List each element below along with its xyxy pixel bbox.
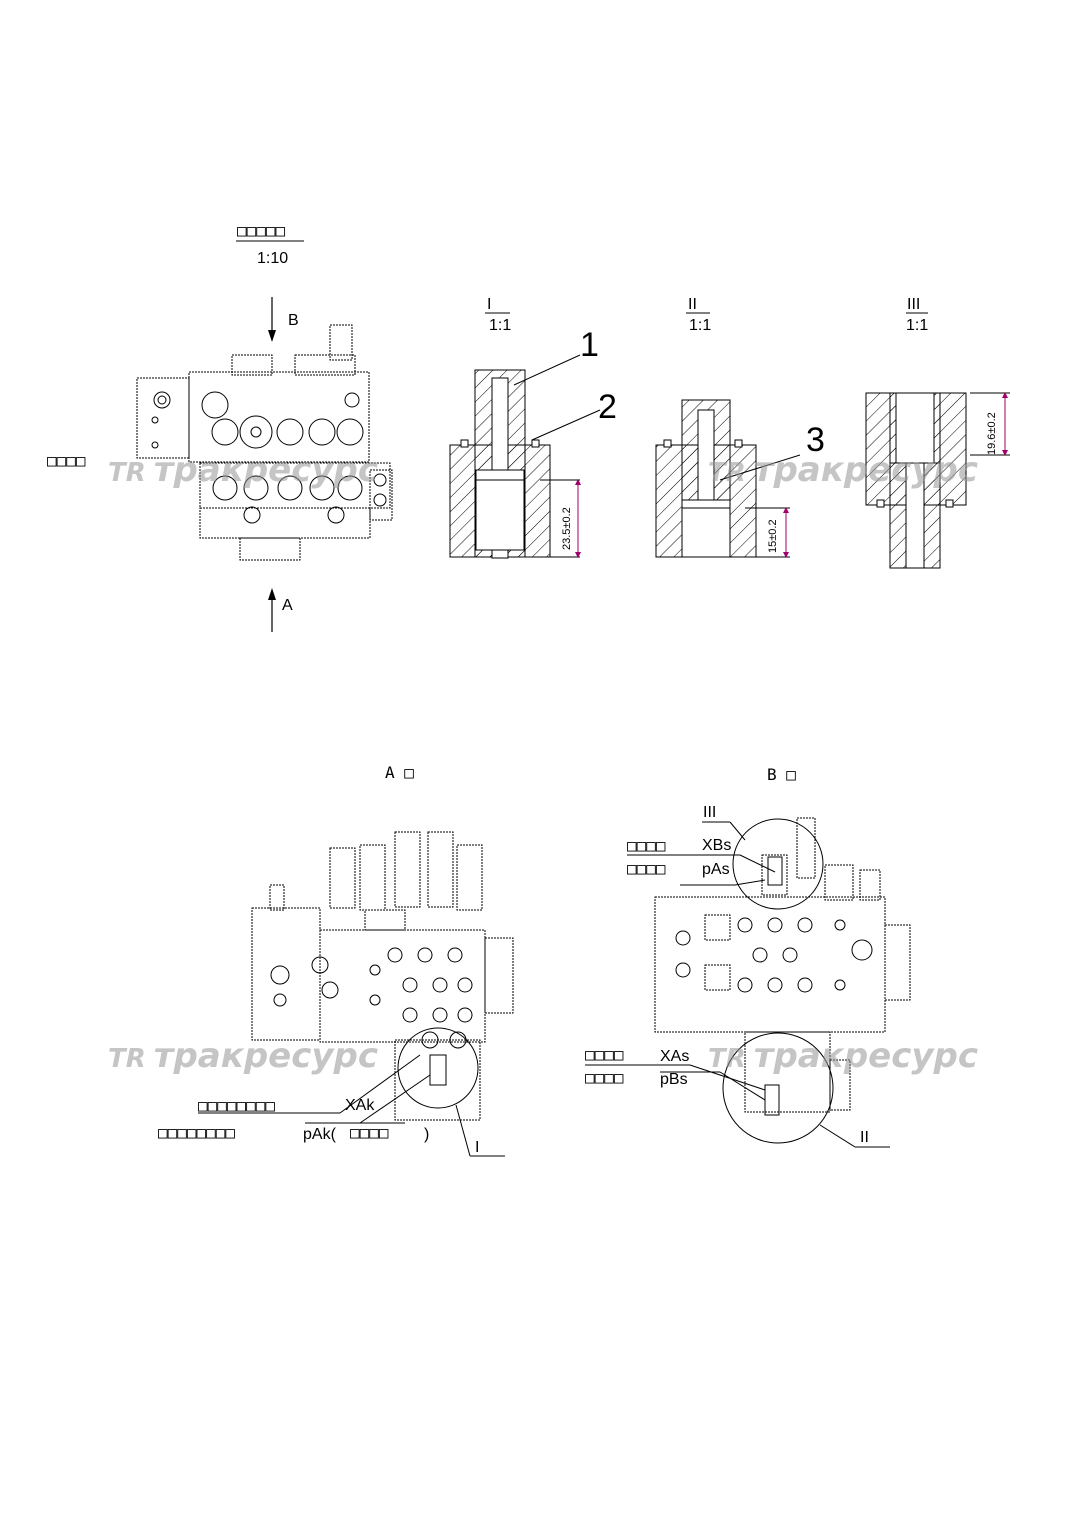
view-b-leaders <box>585 818 890 1148</box>
watermark-logo: TR <box>708 1044 746 1074</box>
arrow-b-label: B <box>288 312 299 329</box>
detail-ii-dimension: 15±0.2 <box>767 519 779 553</box>
main-side-label: □□□□ <box>47 451 86 470</box>
detail-i-dimension: 23.5±0.2 <box>561 507 573 550</box>
detail-iii-title: III <box>907 296 921 313</box>
detail-i-drawing <box>449 312 601 559</box>
view-b-detail-ref-bottom: II <box>860 1129 869 1146</box>
view-b-bottom-port1: XAs <box>660 1048 690 1065</box>
watermark-text: тракресурс <box>153 1036 379 1076</box>
view-a-line2-label: □□□□□□□□ <box>158 1123 236 1142</box>
detail-i-title: I <box>487 296 492 313</box>
detail-i-scale: 1:1 <box>489 317 512 334</box>
callout-2: 2 <box>598 388 617 426</box>
main-valve-drawing <box>136 324 393 561</box>
view-a-line2-close: ) <box>424 1126 430 1143</box>
detail-ii-scale: 1:1 <box>689 317 712 334</box>
view-a-line1-label: □□□□□□□□ <box>198 1096 276 1115</box>
arrow-a <box>268 588 276 632</box>
view-a-line2-note: □□□□ <box>350 1123 389 1142</box>
view-b-title: B □ <box>767 765 796 784</box>
view-b-top-label1: □□□□ <box>627 836 666 855</box>
view-b-top-port2: pAs <box>702 861 730 878</box>
detail-iii-dimension: 19.6±0.2 <box>986 412 998 455</box>
view-b-bottom-label2: □□□□ <box>585 1068 624 1087</box>
watermark-logo: TR <box>708 458 746 488</box>
view-a-line1-port: XAk <box>345 1097 375 1114</box>
watermark-logo: TR <box>108 458 146 488</box>
view-a-drawing <box>251 831 514 1121</box>
watermark-text: тракресурс <box>753 1036 979 1076</box>
detail-iii-scale: 1:1 <box>906 317 929 334</box>
main-view-scale: 1:10 <box>257 250 289 267</box>
view-b-drawing <box>654 817 911 1116</box>
watermark-text: тракресурс <box>753 450 979 490</box>
view-a-leaders <box>198 1027 505 1157</box>
view-b-bottom-port2: pBs <box>660 1071 688 1088</box>
arrow-a-label: A <box>282 597 293 614</box>
detail-ii-title: II <box>688 296 697 313</box>
view-b-top-label2: □□□□ <box>627 859 666 878</box>
watermark-text: тракресурс <box>153 450 379 490</box>
view-b-bottom-label1: □□□□ <box>585 1045 624 1064</box>
arrow-b <box>268 297 276 342</box>
watermark-logo: TR <box>108 1044 146 1074</box>
detail-ii-drawing <box>655 312 801 558</box>
view-b-detail-ref-top: III <box>703 804 717 821</box>
callout-3: 3 <box>806 421 825 459</box>
callout-1: 1 <box>580 326 599 364</box>
view-a-title: A □ <box>385 763 414 782</box>
view-a-detail-ref: I <box>475 1139 480 1156</box>
detail-iii-drawing <box>865 312 1010 569</box>
main-view-title: □□□□□ <box>237 221 286 240</box>
view-b-top-port1: XBs <box>702 837 732 854</box>
view-a-line2-port: pAk( <box>303 1126 336 1143</box>
